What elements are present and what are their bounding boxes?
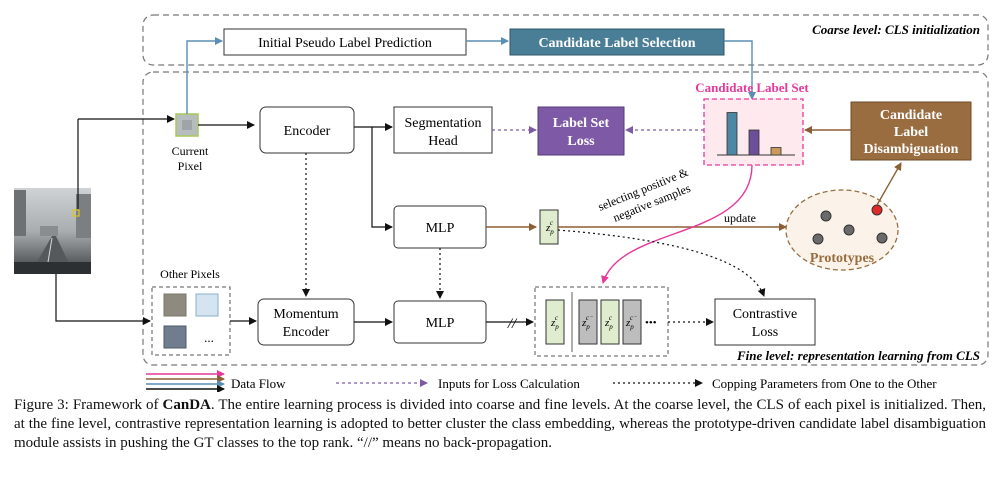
- initial-pseudo-label-text: Initial Pseudo Label Prediction: [258, 36, 432, 51]
- candidate-disambiguation-text-2: Label: [894, 125, 928, 140]
- legend: Data Flow Inputs for Loss Calculation Co…: [146, 370, 937, 392]
- contrastive-loss-box: [714, 298, 816, 346]
- current-pixel-label: Current: [172, 144, 209, 158]
- prototype-dot: [820, 210, 832, 222]
- mlp-top-text: MLP: [426, 221, 455, 236]
- candidate-to-samples-arrow: [601, 164, 753, 284]
- contrastive-loss-text-2: Loss: [752, 325, 778, 340]
- feature-z-positive-label: zpc: [604, 314, 613, 331]
- initial-pseudo-label-box: [223, 28, 467, 56]
- candidate-bars: [726, 112, 782, 156]
- pixel-to-pseudo-arrow: [186, 37, 223, 114]
- candidate-bar: [748, 129, 760, 156]
- feature-z-negative: [622, 299, 642, 345]
- street-scene-image: [14, 188, 91, 275]
- feature-queue-dots: •••: [645, 317, 657, 329]
- label-set-loss-text-1: Label Set: [553, 116, 610, 131]
- update-label: update: [724, 211, 756, 225]
- scene-to-other-pixels-arrow: [55, 274, 151, 325]
- candidate-label-selection-text: Candidate Label Selection: [538, 36, 695, 51]
- candidate-disambiguation-text-1: Candidate: [880, 108, 942, 123]
- mlp-bottom-text: MLP: [426, 316, 455, 331]
- no-backprop-mark: //: [507, 316, 518, 332]
- prototypes-label: Prototypes: [810, 251, 875, 266]
- momentum-encoder-text-2: Encoder: [283, 325, 330, 340]
- feature-z-negative-label: zpc⁻: [625, 314, 638, 331]
- prototype-dot: [812, 233, 824, 245]
- current-pixel-label-2: Pixel: [178, 159, 203, 173]
- other-pixel-patch: [163, 325, 187, 349]
- legend-copying: Copping Parameters from One to the Other: [712, 376, 937, 391]
- segmentation-head-text-1: Segmentation: [405, 116, 482, 131]
- other-pixel-patch: [195, 293, 219, 317]
- feature-z-negative-label: zpc⁻: [581, 314, 594, 331]
- segmentation-head-text-2: Head: [428, 134, 458, 149]
- momentum-encoder-text-1: Momentum: [273, 307, 338, 322]
- prototype-dot: [876, 232, 888, 244]
- z-to-contrastive-arrow: [557, 229, 766, 297]
- contrastive-loss-text-1: Contrastive: [733, 307, 798, 322]
- caption-body: . The entire learning process is divided…: [14, 397, 986, 451]
- framework-diagram: Coarse level: CLS initialization Fine le…: [14, 14, 989, 392]
- label-set-loss-box: [537, 106, 625, 156]
- caption-prefix: Figure 3: Framework of: [14, 397, 163, 413]
- feature-z-positive-label: zpc: [550, 314, 559, 331]
- feature-z-positive: [600, 299, 620, 345]
- prototype-dot-selected: [871, 204, 883, 216]
- feature-z-negative: [578, 299, 598, 345]
- candidate-bar: [770, 147, 782, 156]
- other-pixels-ellipsis: ...: [204, 330, 214, 345]
- legend-loss-inputs: Inputs for Loss Calculation: [438, 376, 580, 391]
- candidate-disambiguation-text-3: Disambiguation: [864, 142, 959, 157]
- encoder-box: [259, 106, 355, 154]
- feature-z-positive: [545, 299, 565, 345]
- encoder-text: Encoder: [284, 124, 331, 139]
- figure-caption: Figure 3: Framework of CanDA. The entire…: [14, 396, 986, 453]
- fine-level-label: Fine level: representation learning from…: [736, 348, 980, 363]
- caption-name: CanDA: [162, 397, 211, 413]
- selection-to-set-arrow: [724, 40, 756, 100]
- other-pixels-label: Other Pixels: [160, 267, 220, 281]
- feature-z-top-label: zpc: [545, 219, 554, 236]
- fine-level-region: [142, 71, 989, 366]
- candidate-label-set-title: Candidate Label Set: [695, 80, 809, 95]
- label-set-loss-text-2: Loss: [567, 134, 595, 149]
- candidate-disambiguation-box: [850, 101, 972, 161]
- segmentation-head-box: [393, 106, 493, 154]
- candidate-bar: [726, 112, 738, 156]
- prototypes-region: [785, 189, 899, 271]
- prototypes-to-disambiguation-arrow: [876, 162, 902, 206]
- other-pixel-patch: [163, 293, 187, 317]
- candidate-label-selection-box: [509, 28, 725, 56]
- prototype-dot: [843, 224, 855, 236]
- legend-data-flow: Data Flow: [231, 376, 286, 391]
- coarse-level-region: [142, 14, 989, 66]
- coarse-level-label: Coarse level: CLS initialization: [812, 22, 980, 37]
